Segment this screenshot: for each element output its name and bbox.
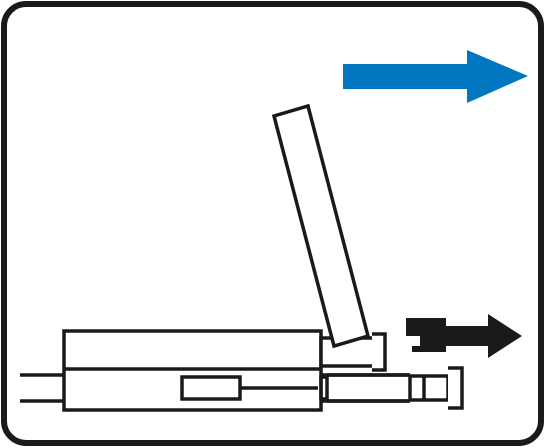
lever-arm — [271, 103, 371, 349]
slider-track — [180, 375, 329, 401]
release-tool-with-arrow-icon — [406, 314, 522, 358]
direction-arrow-right-icon — [343, 50, 528, 103]
rail-end-stop — [327, 366, 464, 410]
device-body — [62, 329, 323, 412]
